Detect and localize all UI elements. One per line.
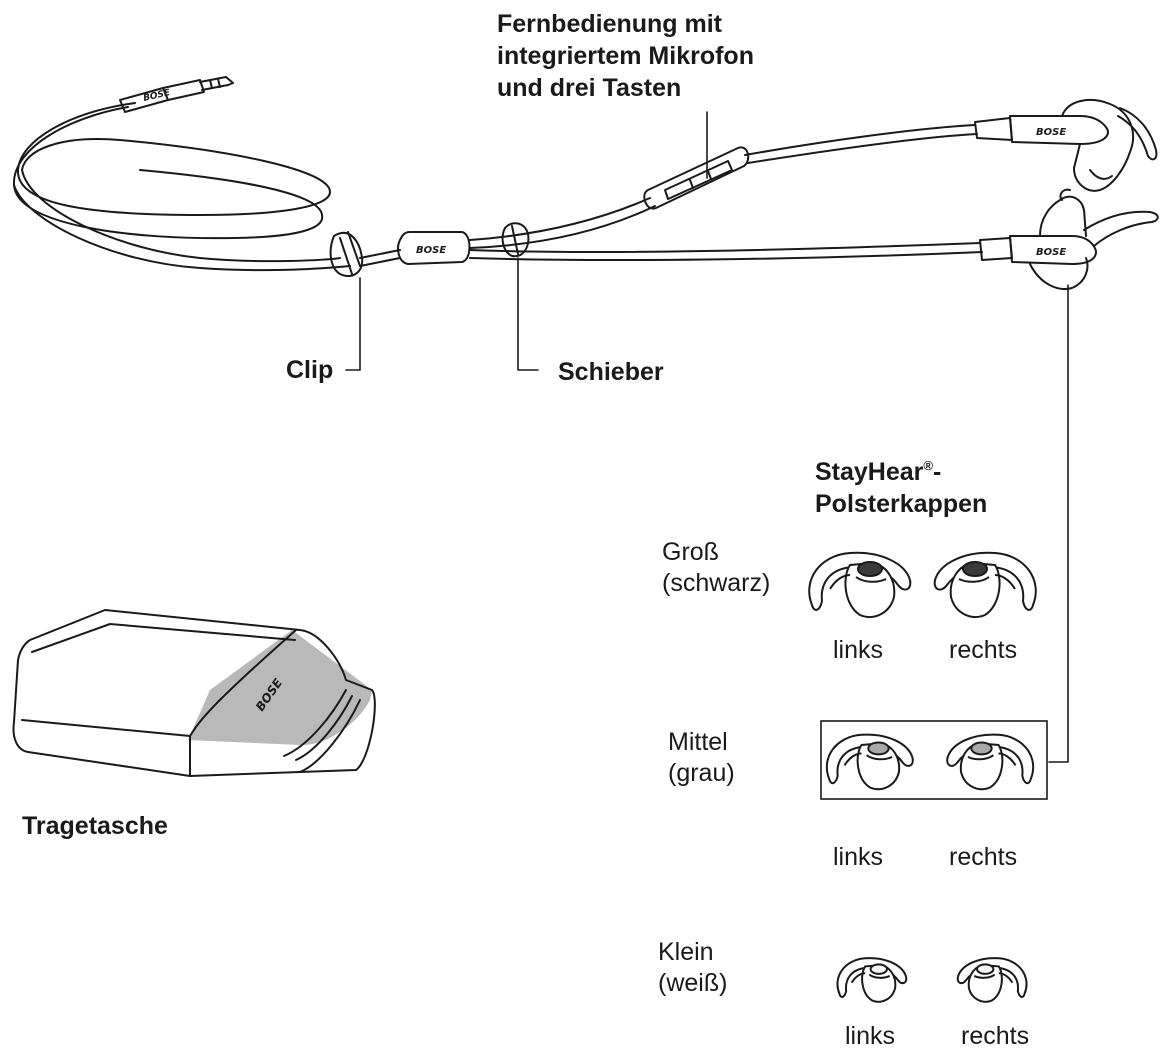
medium-left-label: links <box>833 843 884 871</box>
case-label: Tragetasche <box>22 812 168 840</box>
size-large-name: Groß <box>662 538 719 566</box>
tips-title-dash: - <box>933 458 942 486</box>
remote-with-mic <box>643 146 750 210</box>
ear-tips-title: StayHear®- Polsterkappen <box>815 450 987 520</box>
callout-lines <box>345 111 1069 763</box>
remote-label-line-1: Fernbedienung mit <box>497 10 722 38</box>
small-left-label: links <box>845 1022 896 1050</box>
slider-label: Schieber <box>558 358 664 386</box>
medium-tips-highlight-box <box>820 720 1048 800</box>
brand-mark-earbud-left: BOSE <box>1036 127 1066 138</box>
ear-tip-small-left <box>836 957 908 1003</box>
ear-tip-large-left <box>808 551 912 618</box>
size-medium-name: Mittel <box>668 728 728 756</box>
brand-mark-plug: BOSE <box>142 88 172 104</box>
clip-part <box>329 231 364 277</box>
ear-tip-medium-right <box>946 733 1035 791</box>
earbud-left <box>974 99 1158 192</box>
earbud-right <box>979 188 1159 290</box>
brand-mark-splitter: BOSE <box>416 245 446 256</box>
ear-tips-group <box>808 551 1037 1003</box>
size-small-label: Klein (weiß) <box>658 937 808 999</box>
size-large-color: (schwarz) <box>662 569 771 597</box>
large-left-label: links <box>833 636 884 664</box>
size-medium-label: Mittel (grau) <box>668 727 818 789</box>
carrying-case <box>12 609 376 777</box>
remote-label-line-2: integriertem Mikrofon <box>497 42 754 70</box>
brand-mark-earbud-right: BOSE <box>1036 247 1066 258</box>
tips-title-registered: ® <box>923 458 933 473</box>
ear-tips-title-line-1: StayHear®- <box>815 450 987 488</box>
size-medium-color: (grau) <box>668 759 735 787</box>
size-small-name: Klein <box>658 938 714 966</box>
size-large-label: Groß (schwarz) <box>662 537 812 599</box>
large-right-label: rechts <box>949 636 1018 664</box>
ear-tip-large-right <box>933 551 1037 618</box>
ear-tip-small-right <box>956 957 1028 1003</box>
audio-plug <box>119 76 234 113</box>
tips-title-brand: StayHear <box>815 458 924 486</box>
slider-part <box>501 222 530 258</box>
clip-label: Clip <box>286 356 334 384</box>
headphone-cable <box>12 102 983 272</box>
medium-right-label: rechts <box>949 843 1018 871</box>
remote-label: Fernbedienung mit integriertem Mikrofon … <box>497 8 754 104</box>
cable-splitter <box>397 231 471 265</box>
ear-tip-medium-left <box>825 733 914 791</box>
remote-label-line-3: und drei Tasten <box>497 74 682 102</box>
small-right-label: rechts <box>961 1022 1030 1050</box>
ear-tips-title-line-2: Polsterkappen <box>815 490 988 518</box>
size-small-color: (weiß) <box>658 969 728 997</box>
